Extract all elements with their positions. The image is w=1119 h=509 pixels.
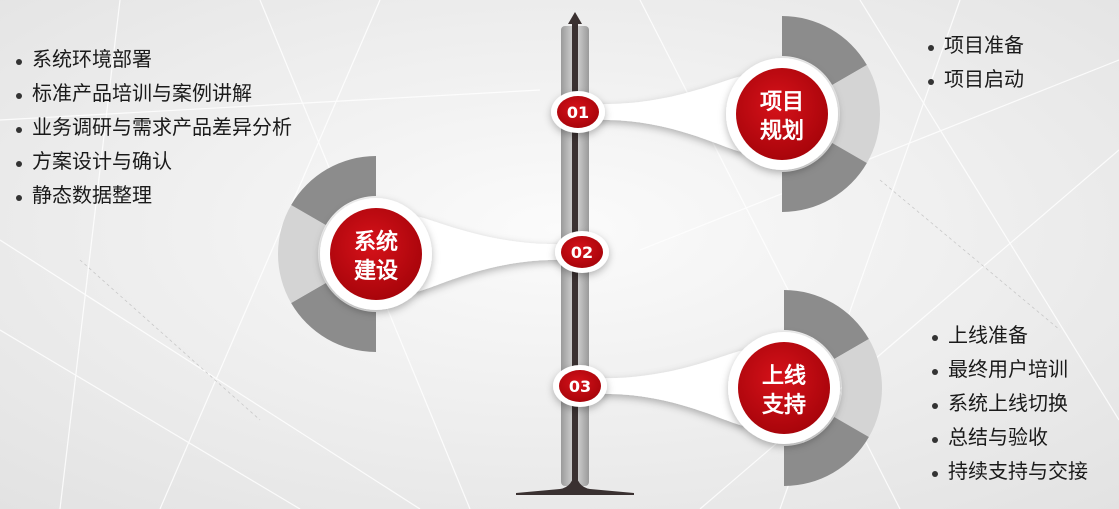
gray-arc-segment xyxy=(782,16,867,85)
stage-circle-fill xyxy=(330,208,422,300)
stage-title-line2: 规划 xyxy=(760,119,804,144)
stage-number: 03 xyxy=(569,377,591,396)
task-item: 系统环境部署 xyxy=(14,42,292,76)
stage-number-badge: 01 xyxy=(551,91,605,133)
gray-arc-segment xyxy=(784,290,869,359)
gray-arc-segment xyxy=(832,65,880,163)
task-item: 方案设计与确认 xyxy=(14,144,292,178)
task-item: 最终用户培训 xyxy=(930,352,1088,386)
connector-shape xyxy=(596,76,742,152)
gray-arc-segment xyxy=(278,205,326,303)
task-item: 持续支持与交接 xyxy=(930,454,1088,488)
stage-number-badge: 03 xyxy=(553,365,607,407)
badge-fill xyxy=(557,96,599,128)
task-item: 标准产品培训与案例讲解 xyxy=(14,76,292,110)
stem-base xyxy=(516,470,634,495)
background-dashes xyxy=(79,179,1061,421)
task-item: 系统上线切换 xyxy=(930,386,1088,420)
task-item: 项目启动 xyxy=(926,62,1024,96)
gray-arc-segment xyxy=(784,417,869,486)
stage-title-line1: 项目 xyxy=(760,90,804,115)
gray-arc-segment xyxy=(782,143,867,212)
badge-fill xyxy=(561,236,603,268)
task-item: 总结与验收 xyxy=(930,420,1088,454)
badge-fill xyxy=(559,370,601,402)
stage-circle-fill xyxy=(736,68,828,160)
stage-3-task-list: 上线准备 最终用户培训 系统上线切换 总结与验收 持续支持与交接 xyxy=(930,318,1088,488)
task-item: 静态数据整理 xyxy=(14,178,292,212)
stage-circle-fill xyxy=(738,342,830,434)
stage-1-task-list: 项目准备 项目启动 xyxy=(926,28,1024,96)
stage-title-line1: 上线 xyxy=(762,363,806,389)
connector-shape xyxy=(598,350,744,426)
task-item: 业务调研与需求产品差异分析 xyxy=(14,110,292,144)
gray-arc-segment xyxy=(291,156,376,225)
task-item: 项目准备 xyxy=(926,28,1024,62)
gray-arc-decorations xyxy=(278,16,882,486)
stage-number-badge: 02 xyxy=(555,231,609,273)
arrow-up-icon xyxy=(568,12,582,24)
stage-title-line2: 支持 xyxy=(762,393,806,418)
stage-number: 01 xyxy=(567,103,589,122)
gray-arc-segment xyxy=(834,339,882,437)
connectors xyxy=(416,76,744,426)
gray-arc-segment xyxy=(291,283,376,352)
stage-title-line2: 建设 xyxy=(354,259,398,284)
stage-2-task-list: 系统环境部署 标准产品培训与案例讲解 业务调研与需求产品差异分析 方案设计与确认… xyxy=(14,42,292,212)
connector-shape xyxy=(416,216,564,292)
stage-title-line1: 系统 xyxy=(354,229,398,255)
task-item: 上线准备 xyxy=(930,318,1088,352)
stage-number: 02 xyxy=(571,243,593,262)
